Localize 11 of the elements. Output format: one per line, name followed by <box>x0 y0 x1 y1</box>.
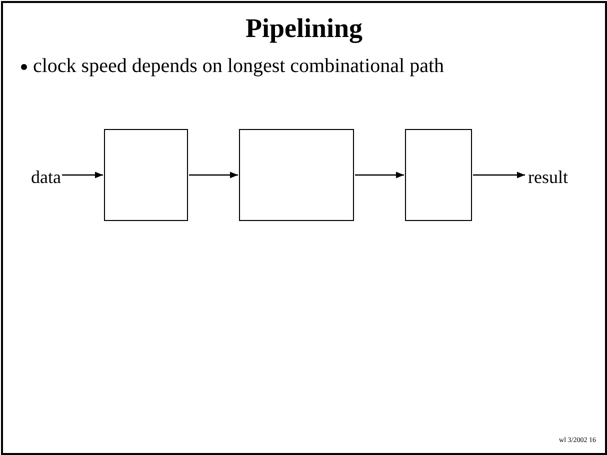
process-box <box>239 129 354 221</box>
io-label: data <box>31 167 61 187</box>
io-label: result <box>528 167 568 187</box>
process-box <box>104 129 188 221</box>
arrow <box>355 172 404 178</box>
arrow <box>473 172 525 178</box>
bullet-text: clock speed depends on longest combinational path <box>33 55 444 78</box>
arrow <box>62 172 103 178</box>
arrow <box>189 172 238 178</box>
slide-title: Pipelining <box>244 13 364 44</box>
process-box <box>405 129 472 221</box>
